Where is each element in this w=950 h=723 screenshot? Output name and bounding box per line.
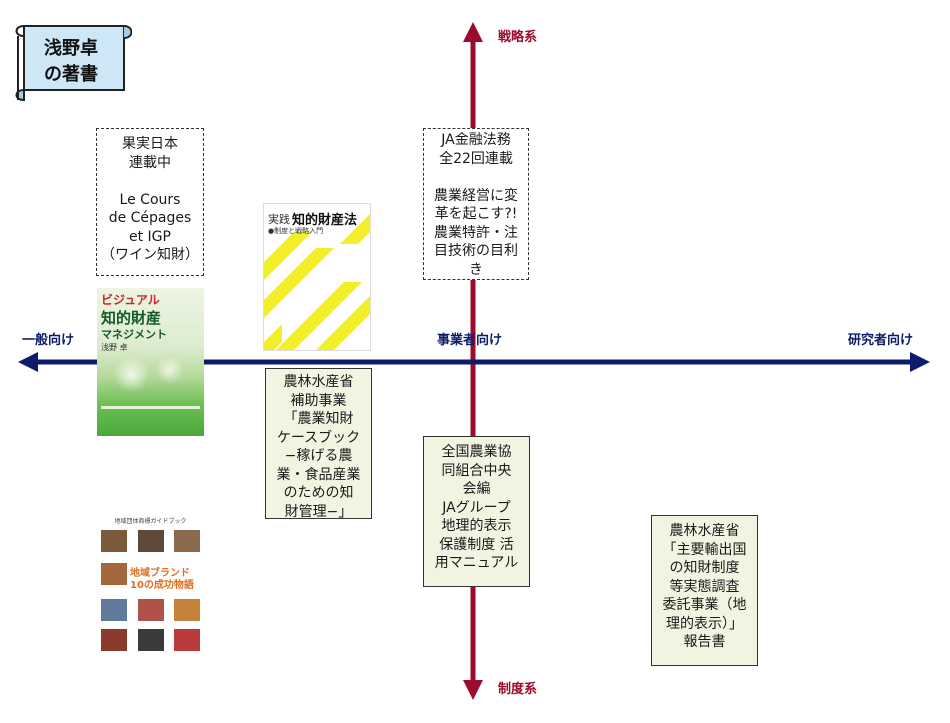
- book-jissen-title: 知的財産法: [292, 213, 358, 228]
- book-visual-bokeh: [103, 352, 198, 397]
- book-jissen-subtitle: ●制度と戦略入門: [268, 227, 324, 235]
- book-visual-line3: マネジメント: [101, 328, 167, 341]
- book-chiiki-photo-8: [101, 629, 127, 651]
- book-jissen-prefix: 実践: [268, 213, 290, 226]
- book-chiiki-photo-9: [138, 629, 164, 651]
- page-title-line2: の著書: [44, 64, 98, 85]
- title-scroll-plate: [15, 25, 132, 102]
- page-title-line1: 浅野卓: [44, 38, 98, 59]
- report-box: 農林水産省 「主要輸出国 の知財制度 等実態調査 委託事業（地 理的表示）」 報…: [651, 515, 758, 666]
- book-chiiki-photo-3: [174, 530, 200, 552]
- axis-label-bottom: 制度系: [498, 682, 538, 697]
- horizontal-axis-arrow-left: [18, 352, 38, 372]
- book-visual-ip-management: ビジュアル 知的財産 マネジメント 浅野 卓: [97, 288, 204, 436]
- kajitsu-nihon-box: 果実日本 連載中 Le Cours de Cépages et IGP （ワイン…: [96, 128, 204, 276]
- book-chiiki-header: 地域団体商標ガイドブック: [114, 518, 187, 525]
- axis-label-left: 一般向け: [22, 333, 75, 348]
- axis-label-top: 戦略系: [498, 30, 538, 45]
- vertical-axis-arrow-bottom: [463, 680, 483, 700]
- horizontal-axis-arrow-right: [910, 352, 930, 372]
- book-visual-line2: 知的財産: [101, 309, 162, 327]
- book-visual-subtitle-bar: [101, 406, 200, 409]
- ja-manual-box: 全国農業協 同組合中央 会編 JAグループ 地理的表示 保護制度 活 用マニュア…: [423, 436, 530, 587]
- book-chiiki-title1: 地域ブランド: [130, 568, 190, 579]
- book-jissen-ip-law: 実践 知的財産法 ●制度と戦略入門: [263, 203, 371, 351]
- book-chiiki-photo-6: [138, 599, 164, 621]
- book-visual-author: 浅野 卓: [101, 343, 128, 352]
- book-chiiki-photo-1: [101, 530, 127, 552]
- vertical-axis-arrow-top: [463, 22, 483, 42]
- book-chiiki-photo-10: [174, 629, 200, 651]
- book-chiiki-title2: 10の成功物語: [130, 580, 194, 591]
- axis-label-center: 事業者向け: [437, 333, 503, 348]
- book-visual-line1: ビジュアル: [101, 293, 160, 307]
- book-jissen-stripes: [264, 214, 370, 350]
- book-chiiki-photo-5: [101, 599, 127, 621]
- case-book-box: 農林水産省 補助事業 「農業知財 ケースブック −稼げる農 業・食品産業 のため…: [265, 368, 372, 520]
- book-chiiki-brand: 地域団体商標ガイドブック 地域ブランド 10の成功物語: [98, 513, 203, 661]
- ja-kinyu-houmu-box: JA金融法務 全22回連載 農業経営に変 革を起こす?! 農業特許・注 目技術の…: [423, 128, 529, 280]
- axis-label-right: 研究者向け: [848, 333, 914, 348]
- book-chiiki-photo-4: [101, 563, 127, 585]
- book-chiiki-photo-2: [138, 530, 164, 552]
- book-chiiki-photo-7: [174, 599, 200, 621]
